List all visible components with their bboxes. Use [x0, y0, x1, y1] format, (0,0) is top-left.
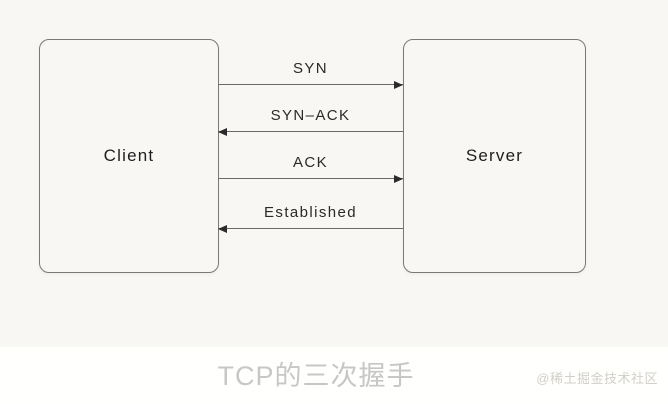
left-arrowhead-icon [218, 224, 227, 233]
server-node-label: Server [465, 146, 524, 165]
message-label-syn: SYN [292, 60, 329, 77]
ack-arrow [218, 174, 403, 183]
diagram-title: TCP的三次握手 [217, 361, 415, 391]
server-node: Server [403, 39, 586, 273]
syn-ack-arrow [218, 127, 403, 136]
message-label-syn-ack: SYN–ACK [270, 107, 351, 124]
established-arrow [218, 224, 403, 233]
watermark: @稀土掘金技术社区 [536, 371, 658, 386]
caption-band [0, 347, 668, 404]
client-node-label: Client [103, 146, 155, 165]
syn-arrow [218, 80, 403, 89]
message-label-established: Established [264, 204, 357, 221]
left-arrowhead-icon [218, 127, 227, 136]
client-node: Client [39, 39, 219, 273]
message-label-ack: ACK [292, 154, 329, 171]
right-arrowhead-icon [394, 80, 403, 89]
right-arrowhead-icon [394, 174, 403, 183]
